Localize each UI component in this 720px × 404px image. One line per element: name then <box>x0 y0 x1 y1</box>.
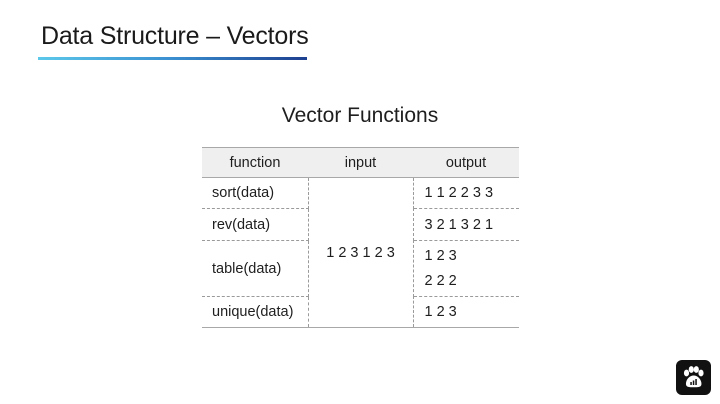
output-value: 1 1 2 2 3 3 <box>424 185 494 201</box>
input-cell: 1 2 3 1 2 3 <box>308 177 414 328</box>
header-output: output <box>413 147 519 178</box>
function-cell: table(data) <box>202 240 309 297</box>
function-cell: sort(data) <box>202 177 309 209</box>
output-cell: 1 2 3 2 2 2 <box>413 240 519 297</box>
table-row: table(data) 1 2 3 2 2 2 <box>202 240 519 297</box>
table-header-row: function input output <box>202 147 519 178</box>
title-underline <box>38 57 307 60</box>
output-value: 3 2 1 3 2 1 <box>424 216 494 233</box>
function-cell: rev(data) <box>202 208 309 241</box>
function-cell: unique(data) <box>202 296 309 328</box>
header-function: function <box>202 147 308 178</box>
brand-logo <box>676 360 711 395</box>
header-input: input <box>308 147 413 178</box>
paw-chart-icon <box>683 366 704 388</box>
table-row: unique(data) 1 2 3 <box>202 296 519 328</box>
slide-title: Data Structure – Vectors <box>41 22 309 50</box>
output-value: 1 2 3 <box>424 248 457 264</box>
output-value: 1 2 3 <box>424 304 457 320</box>
table-row: rev(data) 3 2 1 3 2 1 <box>202 208 519 241</box>
output-cell: 1 1 2 2 3 3 <box>413 177 519 209</box>
output-cell: 3 2 1 3 2 1 <box>413 208 519 241</box>
table-row: sort(data) 1 2 3 1 2 3 1 1 2 2 3 3 <box>202 177 519 328</box>
vector-functions-table: function input output sort(data) 1 2 3 1… <box>202 147 519 328</box>
section-heading: Vector Functions <box>281 104 439 127</box>
output-value: 2 2 2 <box>424 273 457 289</box>
output-cell: 1 2 3 <box>413 296 519 328</box>
